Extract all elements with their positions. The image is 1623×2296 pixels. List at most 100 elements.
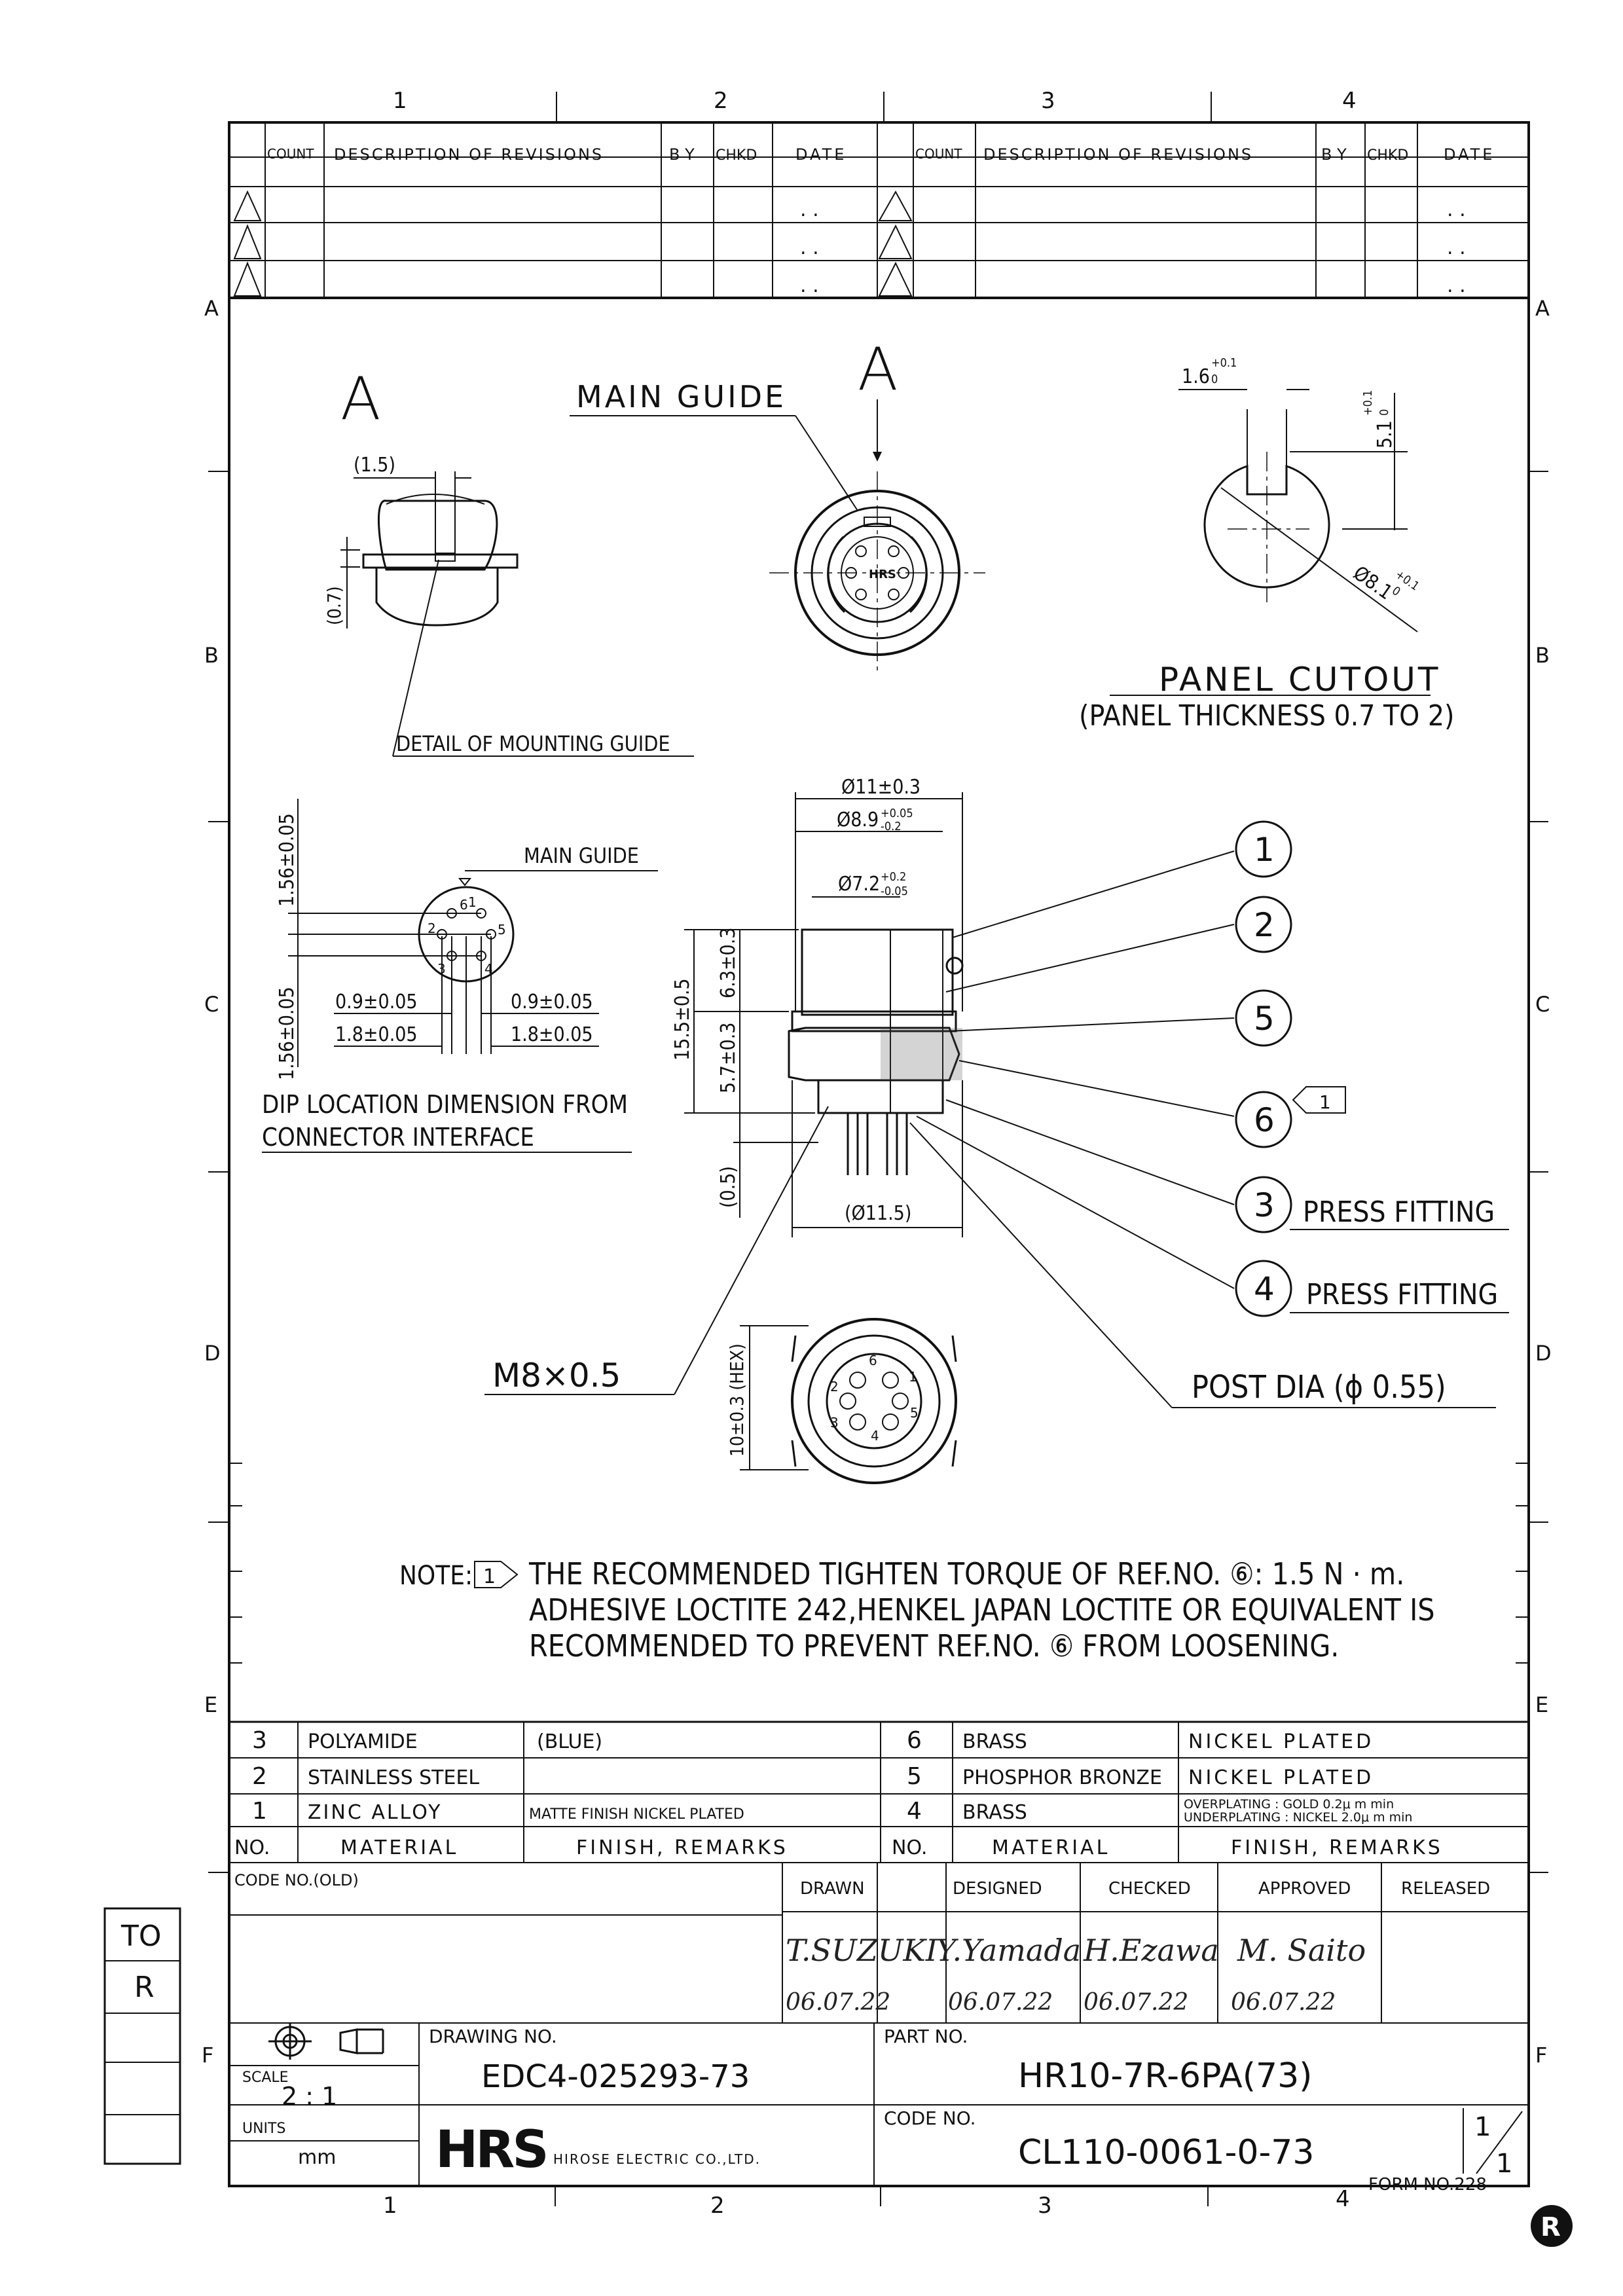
balloon-6-note-flag: 1 (1319, 1091, 1331, 1113)
dim-1-5: (1.5) (354, 454, 395, 477)
drawing-border (228, 121, 1530, 2187)
rev-date-4: . . (1447, 198, 1466, 221)
zone-row-a: A (204, 296, 219, 321)
dim-d89-tol-up: +0.05 (881, 807, 913, 820)
mat-no-4: 4 (907, 1798, 922, 1825)
dim-d72-tol-up: +0.2 (881, 870, 906, 884)
mat-no-2: 2 (252, 1763, 267, 1790)
mat-blue: (BLUE) (537, 1730, 602, 1753)
material-table: 3 POLYAMIDE (BLUE) 6 BRASS NICKEL PLATED… (229, 1722, 1529, 1863)
projection-symbol-icon (268, 2023, 384, 2060)
bottom-pin-6: 6 (869, 1353, 877, 1368)
dim-d89-tol-dn: -0.2 (881, 820, 902, 833)
routing-box: TO R (103, 1907, 181, 2165)
designed-label: DESIGNED (953, 1879, 1042, 1899)
title-block: CODE NO.(OLD) DRAWN DESIGNED CHECKED APP… (229, 1863, 1529, 2195)
zone-row-a-right: A (1535, 296, 1550, 321)
dim-dip-v-top: 1.56±0.05 (276, 813, 299, 907)
front-view: A MAIN GUIDE HRS (570, 335, 985, 674)
dim-0-7: (0.7) (323, 586, 345, 625)
dim-dip-h1-right: 0.9±0.05 (511, 991, 593, 1013)
front-a-letter: A (858, 335, 898, 404)
dim-dip-v-bottom: 1.56±0.05 (276, 987, 299, 1080)
designed-signature: Y.Yamada (936, 1933, 1081, 1968)
dip-caption-line2: CONNECTOR INTERFACE (262, 1123, 534, 1152)
drawn-date: 06.07.22 (786, 1989, 890, 2016)
part-no-label: PART NO. (884, 2026, 968, 2047)
thread-label: M8×0.5 (492, 1357, 621, 1394)
drawing-no-label: DRAWING NO. (429, 2026, 557, 2047)
panel-cutout-title: PANEL CUTOUT (1159, 661, 1440, 699)
mat-matte: MATTE FINISH NICKEL PLATED (529, 1806, 744, 1823)
dim-5-1: 5.1 (1374, 420, 1396, 448)
panel-cutout-view: 1.6 +0.1 0 5.1 +0.1 0 Ø8.1 +0.1 0 PANEL … (1079, 356, 1454, 733)
rev-date-3: . . (800, 274, 819, 297)
zone-row-c-right: C (1535, 992, 1550, 1017)
checked-signature: H.Ezawa (1083, 1933, 1219, 1968)
drawn-signature: T.SUZUKI (786, 1933, 938, 1968)
note-line-3: RECOMMENDED TO PREVENT REF.NO. ⑥ FROM LO… (529, 1628, 1339, 1664)
dim-5-1-tol0: 0 (1377, 409, 1391, 416)
hrs-mark: HRS (869, 568, 896, 581)
sheet-total: 1 (1496, 2149, 1512, 2179)
dim-dip-h1-left: 0.9±0.05 (335, 991, 418, 1013)
detail-a-letter: A (340, 365, 381, 433)
dim-d89: Ø8.9 (837, 809, 879, 831)
designed-date: 06.07.22 (948, 1989, 1053, 2016)
press-fitting-3: PRESS FITTING (1303, 1195, 1495, 1229)
scale-value: 2 : 1 (282, 2082, 337, 2111)
mat-underplating: UNDERPLATING : NICKEL 2.0μ m min (1184, 1810, 1412, 1825)
bottom-pin-4: 4 (871, 1428, 879, 1444)
approved-label: APPROVED (1258, 1879, 1351, 1899)
zone-col-4-bottom: 4 (1336, 2186, 1350, 2212)
zone-col-3-bottom: 3 (1038, 2193, 1052, 2219)
rev-header-by-2: B Y (1321, 145, 1347, 164)
code-no-label: CODE NO. (884, 2107, 976, 2129)
dim-h63: 6.3±0.3 (717, 928, 740, 998)
units-value: mm (298, 2146, 336, 2169)
bottom-pin-3: 3 (830, 1415, 839, 1430)
dim-h155: 15.5±0.5 (671, 978, 694, 1061)
dim-dip-h2-right: 1.8±0.05 (511, 1023, 593, 1046)
r-label: R (134, 1971, 155, 2004)
zone-row-f: F (202, 2043, 213, 2068)
dim-8-1: Ø8.1 (1349, 562, 1396, 604)
to-label: TO (120, 1920, 162, 1953)
drawing-no: EDC4-025293-73 (481, 2058, 750, 2095)
dip-pin-6: 6 (460, 897, 468, 913)
balloon-4: 4 (1254, 1270, 1275, 1308)
part-balloons: 1 2 5 6 3 4 1 PRESS FITTING PRESS FITTIN… (484, 820, 1509, 1408)
mat-no-3: 3 (252, 1727, 267, 1754)
dip-pin-1: 1 (468, 894, 477, 910)
zone-row-f-right: F (1535, 2043, 1547, 2068)
dim-1-6: 1.6 (1182, 365, 1210, 388)
approved-date: 06.07.22 (1231, 1989, 1336, 2016)
company-name: HIROSE ELECTRIC CO.,LTD. (553, 2151, 761, 2167)
dip-caption-line1: DIP LOCATION DIMENSION FROM (262, 1090, 628, 1119)
hrs-logo: HRS (435, 2121, 547, 2179)
mat-no-5: 5 (907, 1763, 922, 1790)
rev-header-by: B Y (669, 145, 695, 164)
bottom-pin-1: 1 (909, 1369, 917, 1385)
mat-brass-6: BRASS (962, 1730, 1027, 1753)
mat-polyamide: POLYAMIDE (308, 1730, 418, 1753)
mat-brass-4: BRASS (962, 1801, 1027, 1824)
note-line-2: ADHESIVE LOCTITE 242,HENKEL JAPAN LOCTIT… (529, 1592, 1435, 1628)
side-section-view: Ø11±0.3 Ø8.9 +0.05 -0.2 Ø7.2 +0.2 -0.05 … (671, 776, 964, 1237)
zone-col-2: 2 (714, 88, 728, 114)
zone-row-e: E (204, 1692, 217, 1717)
released-label: RELEASED (1401, 1879, 1490, 1899)
bottom-pin-2: 2 (830, 1379, 839, 1394)
dim-5-1-tol: +0.1 (1361, 390, 1375, 416)
rev-header-count: COUNT (267, 146, 314, 162)
sheet-number: 1 (1474, 2112, 1491, 2142)
rev-header-date: DATE (795, 145, 847, 164)
zone-row-d: D (204, 1341, 221, 1366)
rev-header-chkd: CHKD (716, 147, 757, 164)
recycle-mark-icon: R (1531, 2205, 1573, 2247)
detail-caption: DETAIL OF MOUNTING GUIDE (396, 731, 670, 756)
rev-date-6: . . (1447, 274, 1466, 297)
scale-label: SCALE (242, 2069, 289, 2086)
mat-header-finish: FINISH, REMARKS (576, 1836, 788, 1859)
zone-row-c: C (204, 992, 219, 1017)
